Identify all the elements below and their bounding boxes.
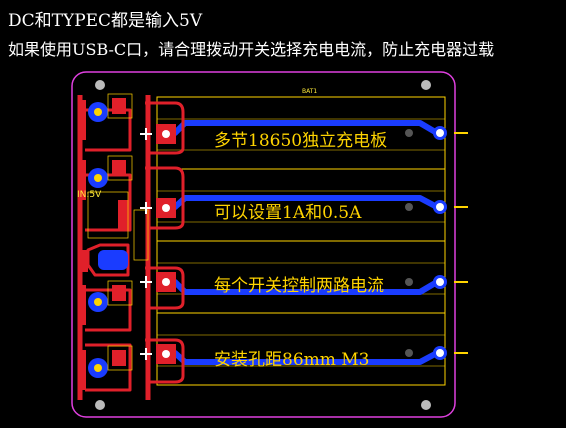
input-silk-label: IN:5V: [77, 190, 102, 200]
annotation-mounting-holes: 安装孔距86mm M3: [214, 350, 370, 370]
left-components-yellow: [94, 108, 102, 372]
mounting-hole: [95, 400, 105, 410]
title-line-2: 如果使用USB-C口，请合理拨动开关选择充电电流，防止充电器过载: [8, 40, 495, 59]
mounting-holes: [95, 80, 431, 410]
smd-pads: [78, 98, 130, 390]
annotation-independent-charging: 多节18650独立充电板: [214, 131, 388, 151]
battery-positive-pads: [140, 124, 176, 364]
silk-outlines: [87, 93, 149, 371]
mounting-hole: [95, 80, 105, 90]
annotation-current-setting: 可以设置1A和0.5A: [214, 203, 362, 223]
center-holes: [405, 129, 413, 357]
battery-negative-pads: [433, 126, 468, 360]
board-outline: [71, 71, 456, 418]
title-line-1: DC和TYPEC都是输入5V: [8, 11, 203, 31]
battery-silk-label: BAT1: [302, 88, 318, 95]
mounting-hole: [421, 400, 431, 410]
mounting-hole: [421, 80, 431, 90]
annotation-switch-control: 每个开关控制两路电流: [214, 276, 384, 296]
